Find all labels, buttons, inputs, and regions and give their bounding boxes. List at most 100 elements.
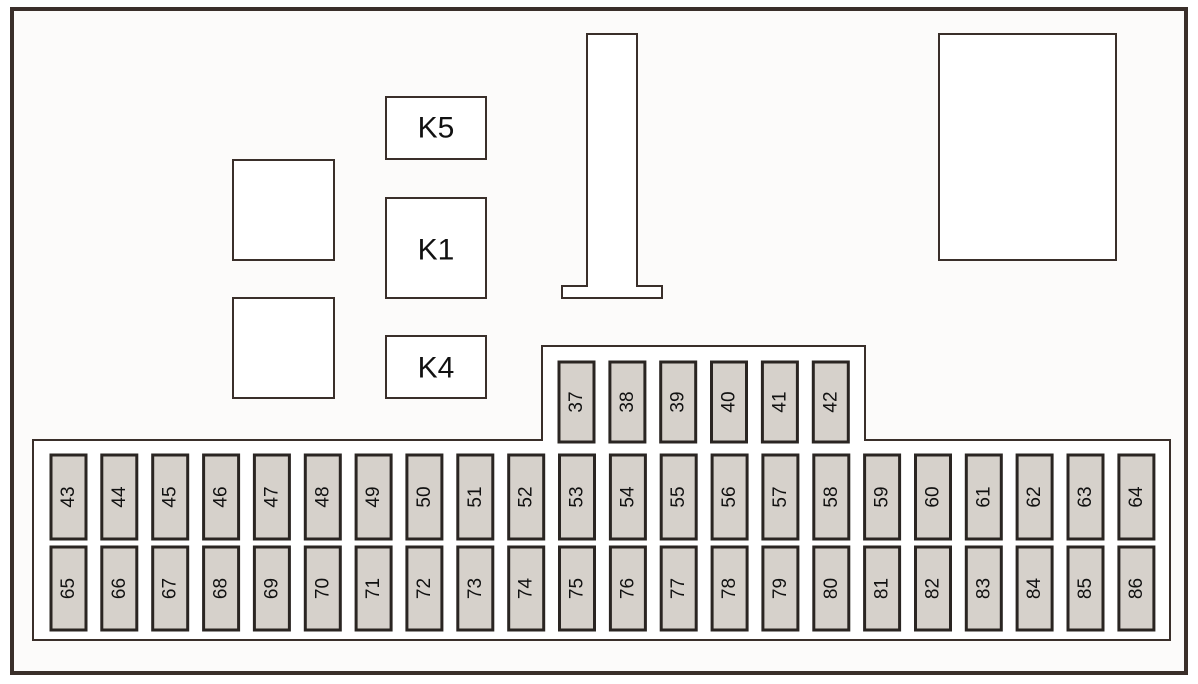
fuse-label: 44: [109, 486, 130, 508]
fuse-label: 60: [923, 486, 944, 507]
fuse-body: [964, 453, 1003, 541]
fuse-body: [964, 545, 1003, 632]
fuse-body: [710, 453, 749, 541]
fuse-label: 83: [973, 578, 994, 599]
fuse-body: [354, 453, 393, 541]
fuse-46: 46: [202, 453, 241, 541]
fuse-body: [608, 545, 647, 632]
fuse-body: [558, 453, 596, 541]
fuse-48: 48: [303, 453, 342, 541]
fuse-69: 69: [252, 545, 291, 632]
fuse-label: 71: [363, 578, 384, 599]
fuse-label: 64: [1126, 486, 1147, 508]
fuse-body: [659, 453, 698, 541]
fuse-body: [1015, 545, 1054, 632]
fuse-label: 43: [58, 486, 79, 507]
fuse-65: 65: [49, 545, 88, 632]
fuse-body: [202, 453, 241, 541]
fuse-47: 47: [252, 453, 291, 541]
fuse-label: 46: [211, 486, 232, 507]
fuse-body: [151, 545, 190, 632]
fuse-label: 76: [617, 578, 638, 599]
fuse-label: 40: [719, 391, 740, 412]
fuse-body: [1066, 545, 1105, 632]
fuse-72: 72: [405, 545, 444, 632]
relay-k5: K5: [385, 96, 487, 160]
fuse-body: [558, 545, 596, 632]
fuse-label: 82: [923, 578, 944, 599]
fuse-85: 85: [1066, 545, 1105, 632]
fuse-label: 63: [1075, 486, 1096, 507]
fuse-79: 79: [761, 545, 800, 632]
fuse-label: 52: [516, 486, 537, 507]
relay-k4-label: K4: [418, 352, 455, 385]
fuse-52: 52: [507, 453, 546, 541]
fuse-body: [557, 360, 596, 444]
fuse-60: 60: [914, 453, 952, 541]
fuse-label: 51: [465, 486, 486, 507]
fuse-label: 62: [1024, 486, 1045, 507]
fuse-label: 47: [261, 486, 282, 507]
relay-k4: K4: [385, 335, 487, 399]
fuse-label: 66: [109, 578, 130, 599]
fuse-label: 72: [414, 578, 435, 599]
fuse-body: [760, 360, 799, 444]
fuse-body: [1117, 545, 1156, 632]
fuse-label: 78: [719, 578, 740, 599]
fuse-body: [811, 360, 850, 444]
fuse-body: [405, 545, 444, 632]
fuse-label: 50: [414, 486, 435, 507]
fuse-75: 75: [558, 545, 596, 632]
fuse-74: 74: [507, 545, 546, 632]
fuse-49: 49: [354, 453, 393, 541]
fuse-body: [1015, 453, 1054, 541]
fuse-body: [1117, 453, 1156, 541]
fuse-37: 37: [557, 360, 596, 444]
fuse-57: 57: [761, 453, 800, 541]
relay-k1: K1: [385, 197, 487, 299]
relay-slot-blank-upper: [232, 159, 335, 261]
fuse-label: 42: [820, 391, 841, 412]
large-component-slot: [938, 33, 1117, 261]
fuse-label: 57: [770, 486, 791, 507]
fuse-label: 37: [566, 391, 587, 412]
fuse-body: [710, 360, 748, 444]
fuse-body: [507, 453, 546, 541]
fuse-62: 62: [1015, 453, 1054, 541]
fuse-body: [252, 453, 291, 541]
fuse-body: [710, 545, 749, 632]
fuse-label: 54: [617, 486, 638, 508]
fuse-50: 50: [405, 453, 444, 541]
fuse-label: 48: [312, 486, 333, 507]
fuse-76: 76: [608, 545, 647, 632]
fuse-63: 63: [1066, 453, 1105, 541]
fuse-71: 71: [354, 545, 393, 632]
fuse-84: 84: [1015, 545, 1054, 632]
fuse-label: 65: [58, 578, 79, 599]
fuse-61: 61: [964, 453, 1003, 541]
fuse-67: 67: [151, 545, 190, 632]
fuse-body: [761, 453, 800, 541]
fuse-body: [1066, 453, 1105, 541]
fuse-78: 78: [710, 545, 749, 632]
fuse-label: 75: [567, 578, 588, 599]
fuse-body: [761, 545, 800, 632]
relay-k5-label: K5: [418, 112, 455, 145]
fuse-body: [456, 545, 495, 632]
fuse-40: 40: [710, 360, 748, 444]
fuse-label: 74: [516, 578, 537, 600]
fuse-label: 38: [617, 391, 638, 412]
fuse-label: 58: [821, 486, 842, 507]
fuse-59: 59: [863, 453, 902, 541]
fuse-label: 49: [363, 486, 384, 507]
fuse-label: 39: [668, 391, 689, 412]
fuse-86: 86: [1117, 545, 1156, 632]
fuse-66: 66: [100, 545, 139, 632]
fuse-body: [202, 545, 241, 632]
fuse-label: 70: [312, 578, 333, 599]
fuse-label: 81: [872, 578, 893, 599]
fuse-body: [456, 453, 495, 541]
